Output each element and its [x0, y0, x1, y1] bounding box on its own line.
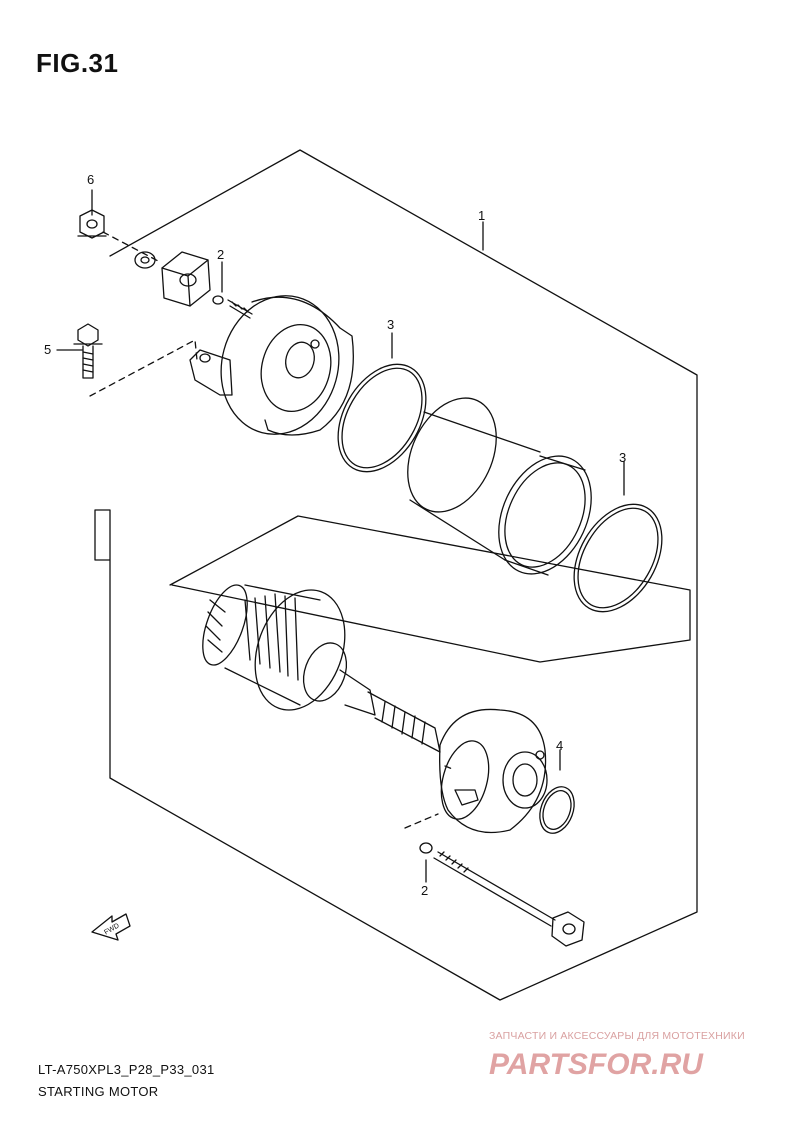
yoke-housing	[407, 397, 592, 576]
callout-5: 5	[44, 342, 51, 357]
rear-housing	[189, 295, 354, 436]
watermark-logo: PARTSFOR.RU	[489, 1048, 704, 1081]
callout-2-top: 2	[217, 247, 224, 262]
o-ring-3-lower	[573, 503, 663, 613]
front-housing	[439, 708, 548, 834]
washer	[134, 251, 156, 269]
o-ring-3-upper-inner	[341, 367, 423, 469]
through-bolt	[433, 851, 585, 947]
o-ring-4	[539, 786, 575, 834]
armature	[202, 584, 441, 753]
section-name: STARTING MOTOR	[38, 1084, 159, 1099]
o-ring-3-upper	[337, 363, 427, 473]
leader-lines	[56, 189, 625, 883]
watermark-caption: ЗАПЧАСТИ И АКСЕССУАРЫ ДЛЯ МОТОТЕХНИКИ	[489, 1030, 745, 1042]
flange-nut-6	[77, 209, 107, 239]
callout-6: 6	[87, 172, 94, 187]
o-ring-2-top	[212, 295, 224, 305]
inner-frame	[169, 515, 691, 663]
flange-bolt-5	[73, 323, 103, 379]
watermark-brand: PARTSFOR.RU	[489, 1048, 704, 1081]
terminal-stud	[227, 299, 253, 319]
o-ring-2-bottom	[419, 842, 433, 854]
o-ring-3-lower-inner	[577, 507, 659, 609]
model-code: LT-A750XPL3_P28_P33_031	[38, 1062, 215, 1077]
callout-1: 1	[478, 208, 485, 223]
callout-3-upper: 3	[387, 317, 394, 332]
callout-2-bottom: 2	[421, 883, 428, 898]
o-ring-4-inner	[542, 790, 572, 830]
figure-title: FIG.31	[36, 48, 119, 78]
callout-3-lower: 3	[619, 450, 626, 465]
terminal-cap	[161, 251, 211, 307]
fwd-arrow-icon	[91, 913, 131, 941]
assembly-frame	[94, 149, 698, 1001]
callout-4: 4	[556, 738, 563, 753]
